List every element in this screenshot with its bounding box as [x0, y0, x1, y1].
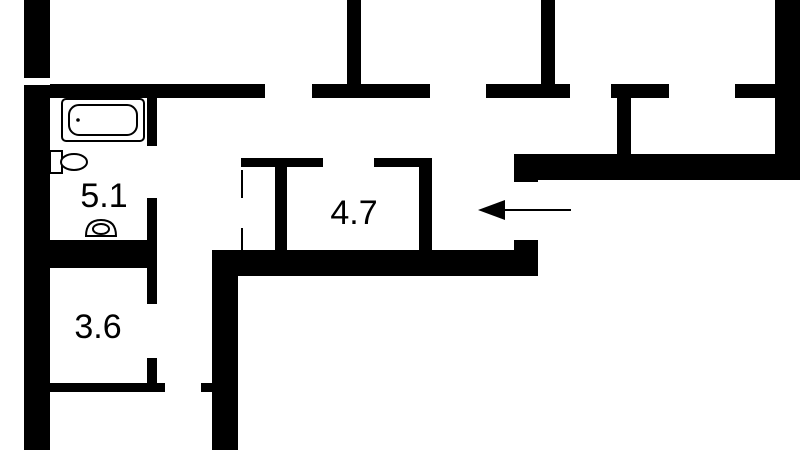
wall-corridor-bottom [212, 250, 538, 276]
wall-bath-bottom [50, 240, 157, 268]
bathtub-icon [61, 98, 145, 142]
wall-partition-1 [347, 0, 361, 84]
wall-corridor-top [514, 154, 800, 180]
wall-bath-right-lower [147, 198, 157, 260]
wall-vertical-lower [212, 250, 238, 450]
wall-row-d [611, 84, 669, 98]
arrow-left-icon [478, 200, 571, 220]
room-area-closet: 4.7 [330, 194, 377, 232]
wall-door-stub [201, 383, 213, 392]
wall-stub-right [617, 98, 631, 156]
room-area-bathroom: 5.1 [80, 177, 127, 215]
wall-corridor-post [514, 154, 538, 182]
wall-row-b [312, 84, 430, 98]
wall-closet-top-right [374, 158, 432, 167]
wall-closet-left [275, 158, 287, 254]
wall-storage-bottom [50, 383, 165, 392]
room-area-storage: 3.6 [74, 308, 121, 346]
wall-outer-right [775, 0, 800, 180]
wall-row-e [735, 84, 777, 98]
wall-corridor-bottom-post [514, 240, 538, 276]
wall-storage-right-lower [147, 358, 157, 388]
wall-outer-top-left [24, 0, 50, 78]
toilet-icon [49, 150, 88, 174]
walls [24, 0, 800, 450]
wall-partition-2 [541, 0, 555, 84]
wall-closet-right [419, 158, 432, 254]
wall-bath-right-upper [147, 96, 157, 146]
wall-row-a [50, 84, 265, 98]
sink-icon [84, 218, 118, 237]
wall-row-c [486, 84, 570, 98]
wall-outer-left [24, 85, 50, 450]
wall-storage-right-upper [147, 268, 157, 304]
